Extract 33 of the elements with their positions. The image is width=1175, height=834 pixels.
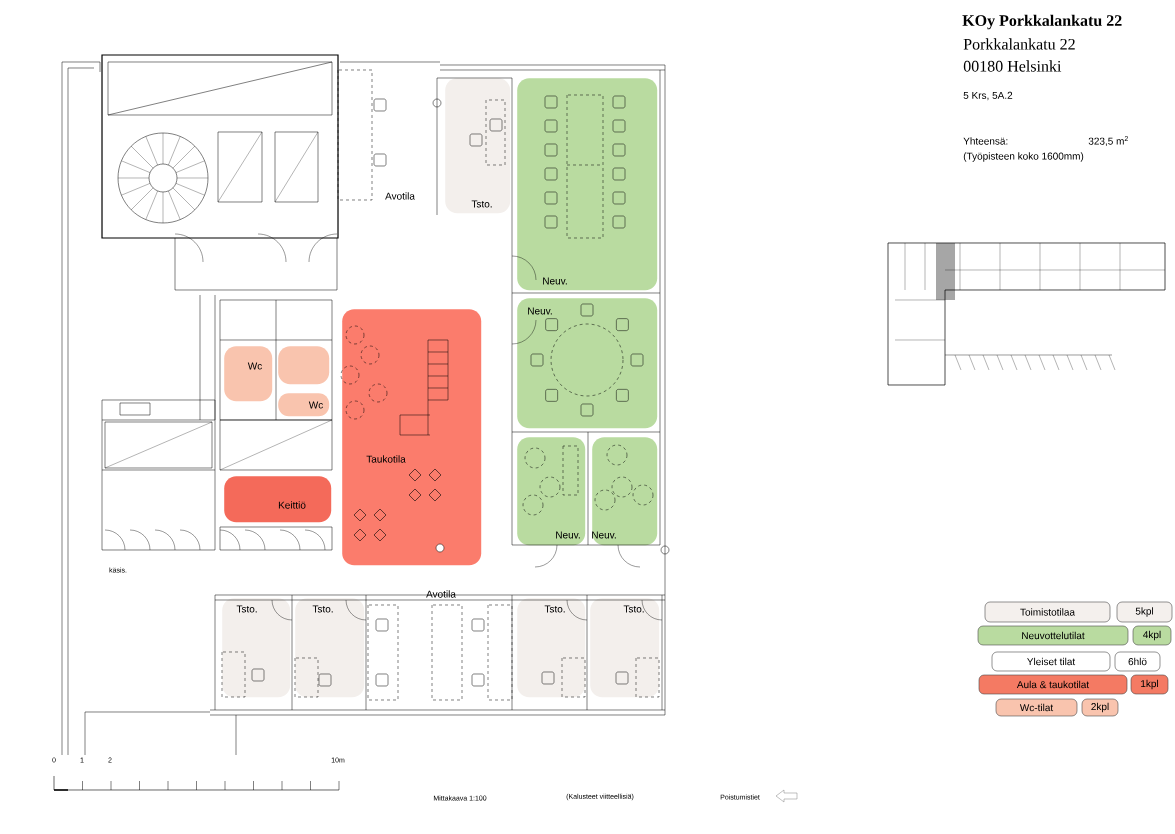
address-line: 00180 Helsinki (963, 60, 1062, 72)
room-zone (278, 346, 330, 385)
room-zone: Tsto. (295, 598, 365, 698)
area-label: Yhteensä: (963, 137, 1008, 145)
count-badge: 6hlö (1114, 651, 1161, 672)
room-zone: Tsto. (445, 78, 511, 214)
room-zone: Neuv. (517, 298, 658, 429)
area-label: Avotila (426, 590, 456, 598)
workstation-note: (Työpisteen koko 1600mm) (963, 152, 1084, 162)
area-label: Avotila (385, 192, 415, 200)
legend-item: Toimistotilaa (984, 601, 1111, 623)
room-zone: Neuv. (517, 437, 586, 546)
room-zone: Neuv. (592, 437, 658, 546)
area-value: 323,5 m$^{2}$ (1088, 136, 1128, 146)
address-line: Porkkalankatu 22 (963, 38, 1075, 50)
room-zone: Keittiö (224, 476, 332, 523)
room-zone: Neuv. (517, 78, 658, 291)
room-zone: Tsto. (222, 598, 291, 698)
room-zone: Taukotila (342, 309, 482, 566)
count-badge: 4kpl (1132, 625, 1172, 646)
count-badge: 5kpl (1116, 601, 1173, 623)
count-badge: 2kpl (1081, 698, 1119, 717)
room-zone: Wc (278, 393, 330, 417)
floor-label: 5 Krs, 5A.2 (963, 91, 1013, 101)
count-badge: 1kpl (1130, 674, 1169, 695)
legend-item: Aula & taukotilat (978, 674, 1128, 695)
room-zone: Tsto. (590, 598, 660, 698)
room-zone: Wc (224, 346, 273, 402)
legend-item: Yleiset tilat (991, 651, 1111, 672)
legend-item: Neuvottelutilat (977, 625, 1129, 646)
legend-item: Wc-tilat (995, 698, 1078, 717)
room-zone: Tsto. (517, 598, 586, 698)
title: KOy Porkkalankatu 22 (962, 14, 1122, 30)
